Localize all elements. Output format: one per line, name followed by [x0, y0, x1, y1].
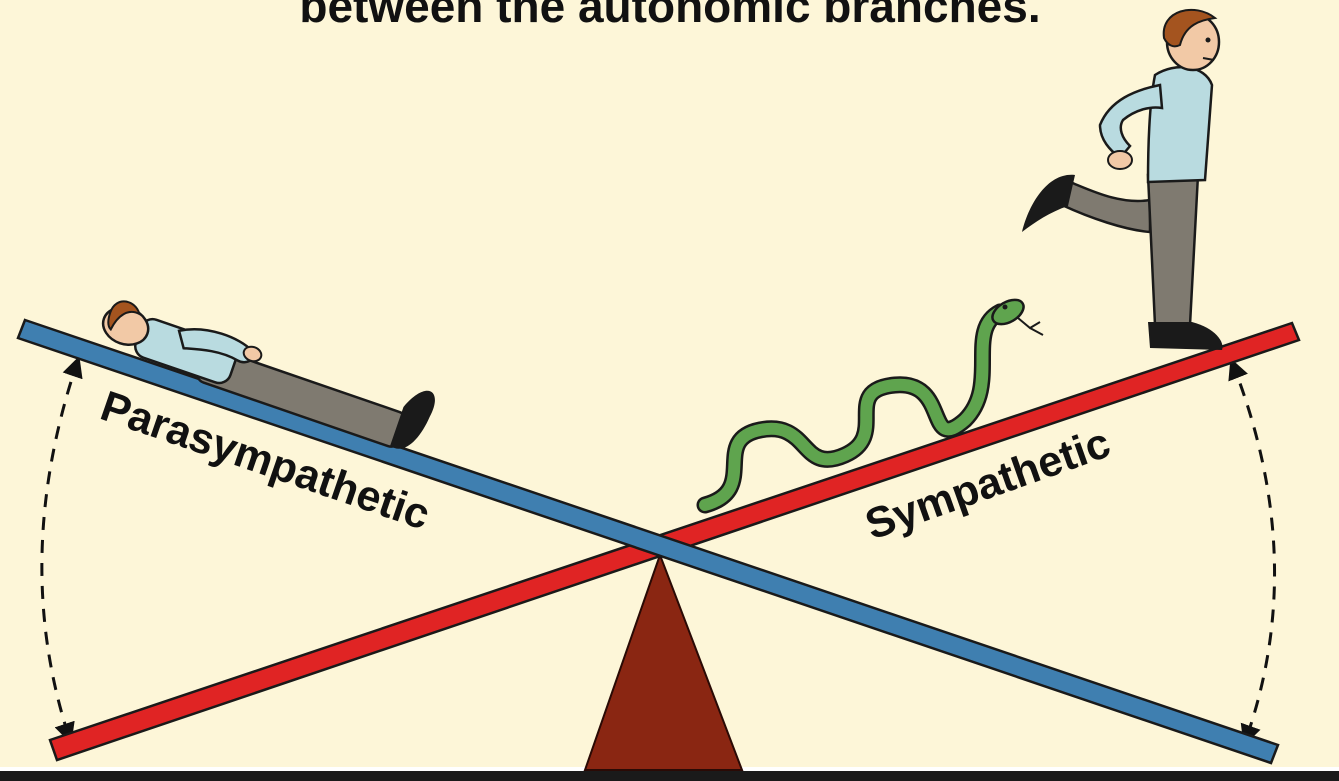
right-angle-arc — [1232, 362, 1275, 742]
ground-line — [0, 770, 1339, 781]
running-person-icon — [1022, 10, 1223, 350]
left-angle-arc — [42, 360, 78, 740]
fulcrum-icon — [585, 555, 742, 770]
diagram-title: between the autonomic branches. — [299, 0, 1040, 32]
